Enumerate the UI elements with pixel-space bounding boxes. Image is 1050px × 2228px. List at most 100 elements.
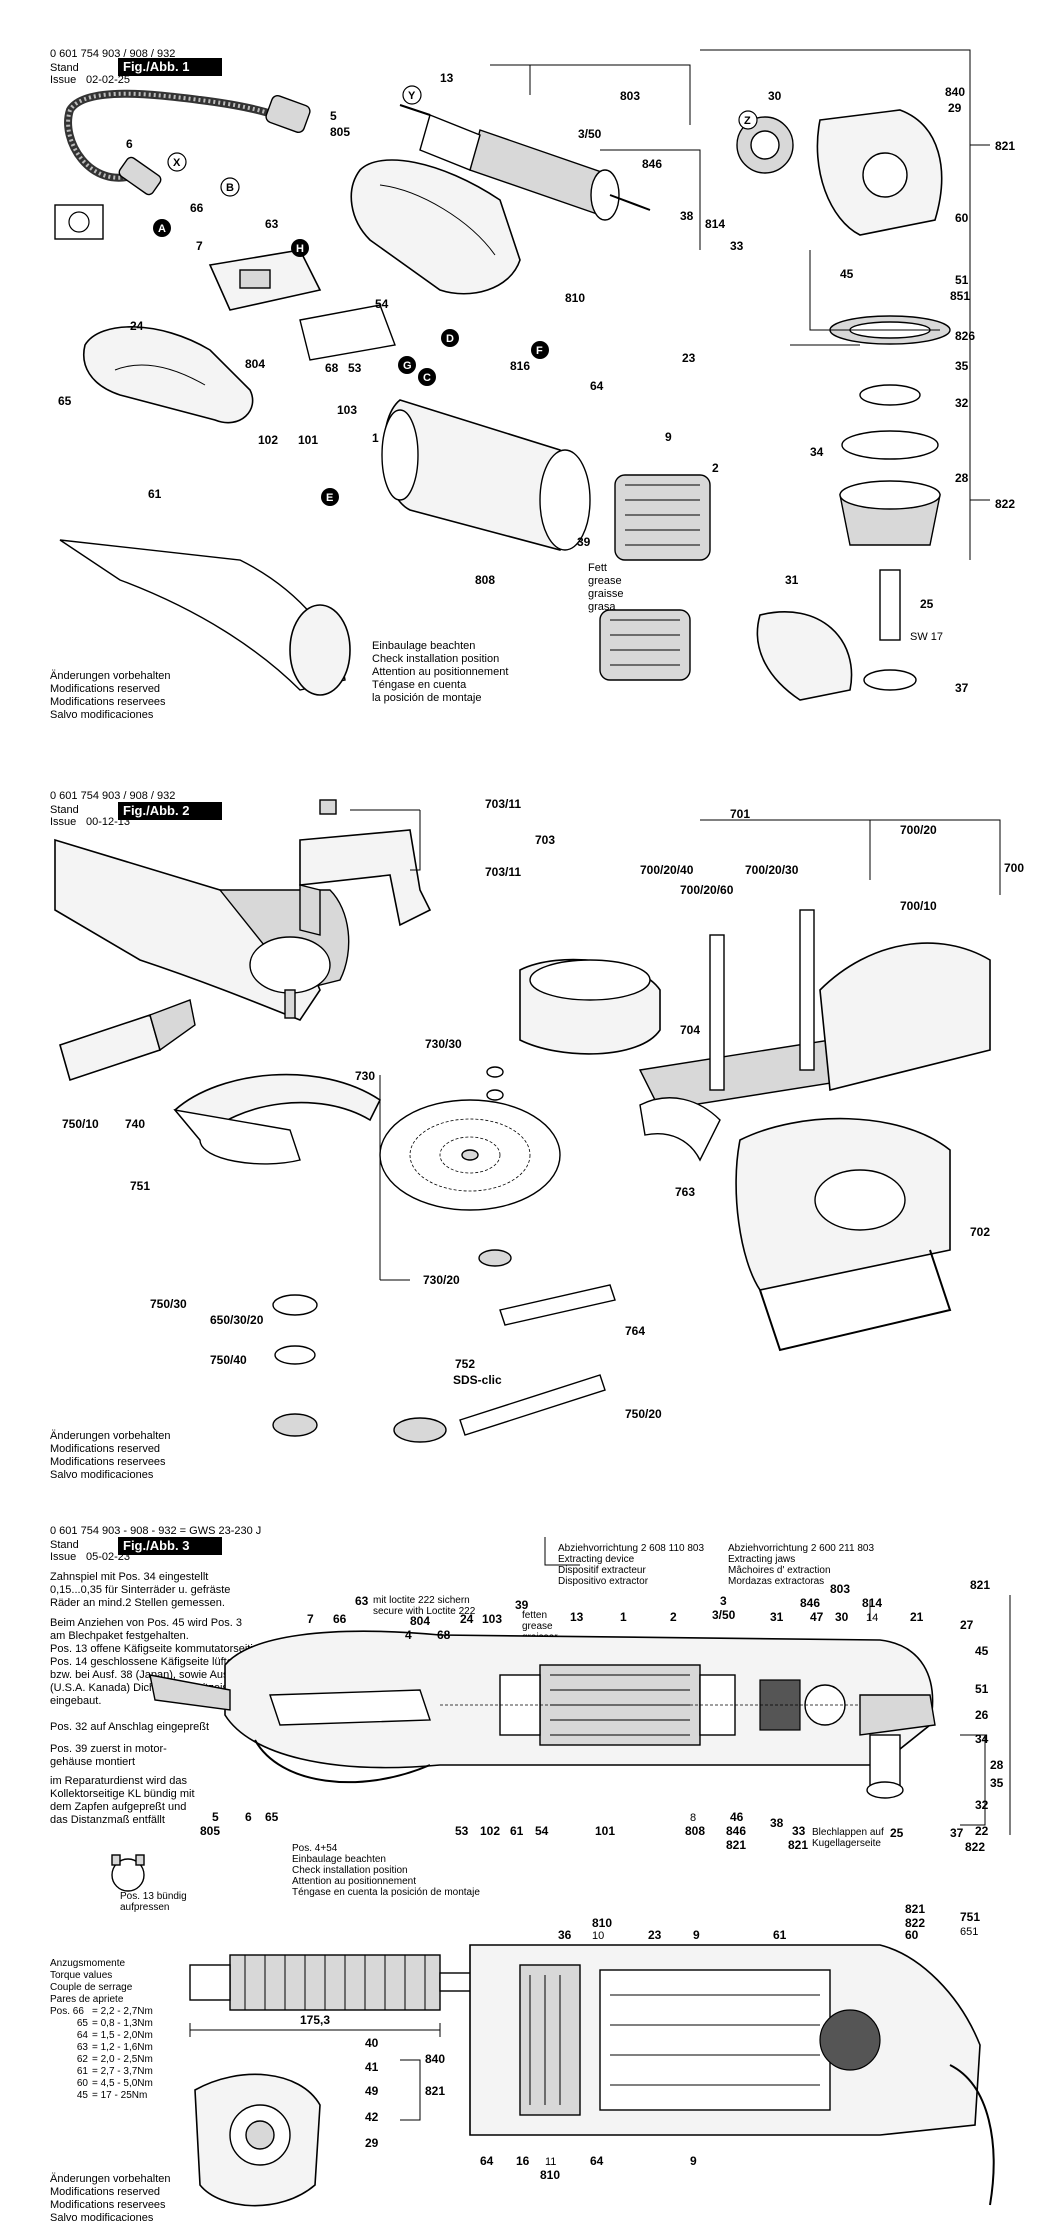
callout-821: 821 bbox=[970, 1578, 990, 1592]
sheet3-stand-label: Stand bbox=[50, 1539, 79, 1551]
callout-1: 1 bbox=[372, 431, 379, 445]
callout-7: 7 bbox=[196, 239, 203, 253]
switch-assembly bbox=[54, 204, 396, 361]
callout-54: 54 bbox=[535, 1824, 549, 1838]
callout-68: 68 bbox=[325, 361, 339, 375]
callout-30: 30 bbox=[768, 89, 782, 103]
torque-pos: 61 bbox=[76, 2066, 88, 2077]
callout-763: 763 bbox=[675, 1185, 695, 1199]
torque-val: = 1,5 - 2,0Nm bbox=[92, 2030, 153, 2041]
callout-64b: 64 bbox=[590, 2154, 604, 2168]
callout-33: 33 bbox=[792, 1824, 806, 1838]
note-line: Salvo modificaciones bbox=[50, 2212, 154, 2224]
callout-2: 2 bbox=[712, 461, 719, 475]
callout-27: 27 bbox=[960, 1618, 974, 1632]
note-line: Extracting device bbox=[558, 1554, 635, 1565]
callout-66: 66 bbox=[333, 1612, 347, 1626]
callout-703-11a: 703/11 bbox=[485, 797, 521, 811]
torque-pos: 63 bbox=[76, 2042, 88, 2053]
note-line: Attention au positionnement bbox=[372, 666, 509, 678]
dimension-175-3: 175,3 bbox=[300, 2013, 330, 2027]
note-line: Einbaulage beachten bbox=[372, 640, 476, 652]
section-view-lower bbox=[469, 1944, 995, 2206]
handle-cutaway bbox=[59, 539, 351, 696]
callout-730-20: 730/20 bbox=[423, 1273, 460, 1287]
callout-9: 9 bbox=[665, 430, 672, 444]
callout-700-20-30: 700/20/30 bbox=[745, 863, 799, 877]
callout-851: 851 bbox=[950, 289, 970, 303]
callout-752: 752 bbox=[455, 1357, 475, 1371]
callout-5: 5 bbox=[330, 109, 337, 123]
callout-28: 28 bbox=[990, 1758, 1004, 1772]
callout-49: 49 bbox=[365, 2084, 379, 2098]
torque-row: Pos. 66= 2,2 - 2,7Nm bbox=[50, 2006, 153, 2018]
callout-32: 32 bbox=[955, 396, 969, 410]
letter-X: X bbox=[173, 157, 181, 169]
note-line: Einbaulage beachten bbox=[292, 1854, 386, 1865]
note-line: Kugellagerseite bbox=[812, 1838, 881, 1849]
torque-pos: 45 bbox=[76, 2090, 88, 2101]
torque-title-line: Torque values bbox=[50, 1970, 113, 1981]
sheet1-callouts: 5 805 6 66 63 7 24 65 61 804 68 53 54 10… bbox=[58, 71, 1015, 695]
callout-31: 31 bbox=[770, 1610, 784, 1624]
sheet3-callouts: 63 7 66 804 4 68 24 103 39 13 1 2 3 3/50… bbox=[200, 1578, 1004, 2182]
callout-840: 840 bbox=[425, 2052, 445, 2066]
sheet1-fig-badge: Fig./Abb. 1 bbox=[118, 58, 222, 76]
callout-6: 6 bbox=[245, 1810, 252, 1824]
note-line: Salvo modificaciones bbox=[50, 709, 154, 721]
sheet3-issue-label: Issue bbox=[50, 1551, 77, 1563]
note-line: Abziehvorrichtung 2 600 211 803 bbox=[728, 1543, 875, 1554]
callout-816: 816 bbox=[510, 359, 530, 373]
guard bbox=[756, 611, 853, 701]
note-line: am Blechpaket festgehalten. bbox=[50, 1630, 189, 1642]
torque-pos: 60 bbox=[76, 2078, 88, 2089]
sheet2-fig-badge: Fig./Abb. 2 bbox=[118, 802, 222, 820]
figure-2-sheet: 0 601 754 903 / 908 / 932 Stand Issue 00… bbox=[0, 790, 1050, 1481]
sheet2-callouts: 703/11 703 703/11 701 700/20 700/20/40 7… bbox=[62, 797, 1024, 1421]
callout-102: 102 bbox=[258, 433, 278, 447]
callout-61: 61 bbox=[148, 487, 162, 501]
torque-row: 64= 1,5 - 2,0Nm bbox=[50, 2030, 153, 2042]
callout-651: 651 bbox=[960, 1926, 978, 1938]
figure-1-sheet: 0 601 754 903 / 908 / 932 Stand Issue 02… bbox=[0, 0, 1050, 721]
callout-730: 730 bbox=[355, 1069, 375, 1083]
callout-808: 808 bbox=[685, 1824, 705, 1838]
callout-29: 29 bbox=[948, 101, 962, 115]
note-line: Modifications reservees bbox=[50, 696, 166, 708]
callout-103: 103 bbox=[482, 1612, 502, 1626]
torque-val: = 1,2 - 1,6Nm bbox=[92, 2042, 153, 2053]
note-line: Modifications reservees bbox=[50, 2199, 166, 2211]
callout-9b: 9 bbox=[690, 2154, 697, 2168]
torque-pos: 65 bbox=[76, 2018, 88, 2029]
callout-65: 65 bbox=[265, 1810, 279, 1824]
callout-38: 38 bbox=[680, 209, 694, 223]
callout-804: 804 bbox=[410, 1614, 430, 1628]
gear-detail-view bbox=[194, 2073, 321, 2207]
note-line: Modifications reserved bbox=[50, 683, 161, 695]
callout-822: 822 bbox=[995, 497, 1015, 511]
note-line: la posición de montaje bbox=[372, 692, 482, 704]
callout-sw17: SW 17 bbox=[910, 631, 943, 643]
letter-Z: Z bbox=[744, 115, 751, 127]
callout-23: 23 bbox=[682, 351, 696, 365]
note-loctite: mit loctite 222 sichern secure with Loct… bbox=[373, 1595, 475, 1617]
sheet1-fig-label: Fig./Abb. 1 bbox=[123, 59, 190, 74]
figure-2-drawing: 703/11 703 703/11 701 700/20 700/20/40 7… bbox=[54, 797, 1024, 1443]
callout-846: 846 bbox=[642, 157, 662, 171]
callout-846: 846 bbox=[800, 1596, 820, 1610]
callout-750-40: 750/40 bbox=[210, 1353, 247, 1367]
torque-title-line: Pares de apriete bbox=[50, 1994, 124, 2005]
note-line: Dispositif extracteur bbox=[558, 1565, 646, 1576]
callout-64: 64 bbox=[590, 379, 604, 393]
callout-24: 24 bbox=[460, 1612, 474, 1626]
note-line: Modifications reserved bbox=[50, 1443, 161, 1455]
callout-31: 31 bbox=[785, 573, 799, 587]
note-line: fetten bbox=[522, 1610, 548, 1621]
callout-821c: 821 bbox=[788, 1838, 808, 1852]
note-bundig: Pos. 13 bündig aufpressen bbox=[120, 1891, 187, 1913]
callout-25: 25 bbox=[890, 1826, 904, 1840]
callout-804: 804 bbox=[245, 357, 265, 371]
callout-814: 814 bbox=[862, 1596, 882, 1610]
callout-37: 37 bbox=[955, 681, 969, 695]
